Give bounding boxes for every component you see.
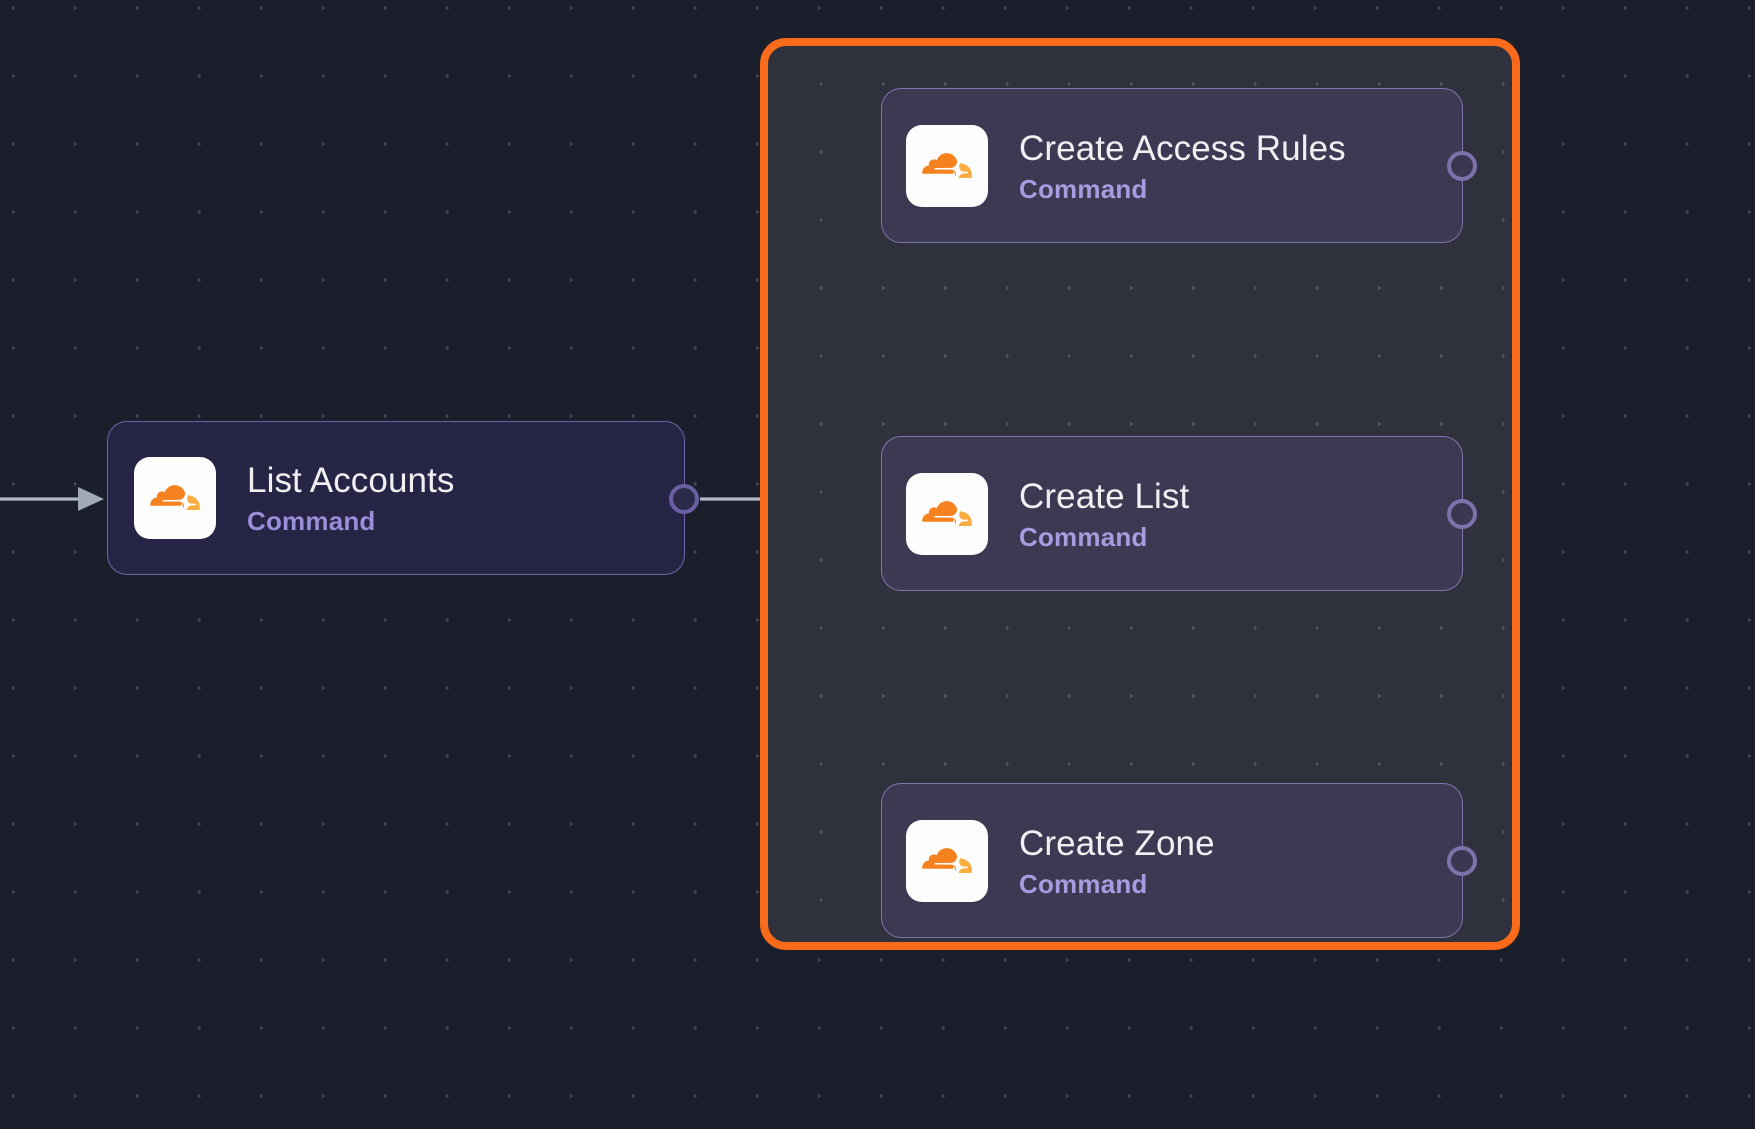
- cloudflare-logo-icon: [134, 457, 216, 539]
- output-handle[interactable]: [669, 484, 699, 514]
- output-handle[interactable]: [1447, 151, 1477, 181]
- output-handle[interactable]: [1447, 846, 1477, 876]
- edge-incoming-list-accounts: [0, 487, 104, 511]
- node-label-block: Create List Command: [1019, 477, 1189, 551]
- output-handle[interactable]: [1447, 499, 1477, 529]
- cloudflare-logo-icon: [906, 819, 988, 902]
- cloudflare-logo-icon: [906, 472, 988, 555]
- node-create-zone[interactable]: Create Zone Command: [881, 783, 1477, 938]
- node-subtitle: Command: [1019, 521, 1148, 552]
- node-subtitle: Command: [1019, 173, 1148, 204]
- node-create-list[interactable]: Create List Command: [881, 436, 1477, 591]
- cloudflare-logo-icon: [906, 124, 988, 207]
- node-title: Create Access Rules: [1019, 128, 1346, 168]
- node-label-block: Create Zone Command: [1019, 824, 1215, 898]
- node-list-accounts[interactable]: List Accounts Command: [107, 421, 699, 575]
- selected-group-container[interactable]: Create Access Rules Command Create List …: [760, 38, 1520, 950]
- node-title: Create List: [1019, 476, 1190, 516]
- node-title: Create Zone: [1019, 823, 1215, 863]
- node-create-access-rules[interactable]: Create Access Rules Command: [881, 88, 1477, 243]
- node-label-block: Create Access Rules Command: [1019, 129, 1346, 203]
- node-label-block: List Accounts Command: [247, 461, 455, 535]
- node-subtitle: Command: [1019, 868, 1148, 899]
- node-title: List Accounts: [247, 461, 455, 500]
- node-subtitle: Command: [247, 506, 376, 536]
